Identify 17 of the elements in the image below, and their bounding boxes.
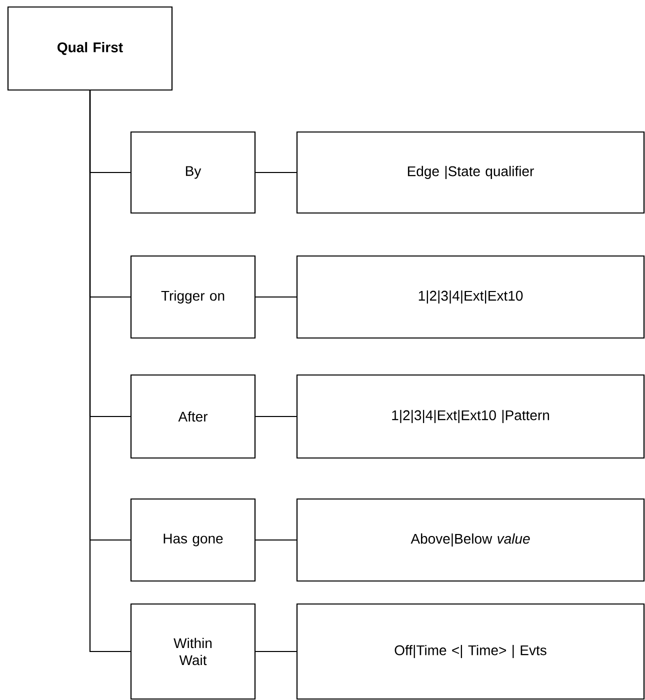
menu-box: After <box>130 374 256 459</box>
connector-line <box>256 539 296 541</box>
menu-box: Within Wait <box>130 603 256 700</box>
option-box: Edge |State qualifier <box>296 131 645 214</box>
option-box: Above|Below value <box>296 498 645 582</box>
option-box: Off|Time <| Time> | Evts <box>296 603 645 700</box>
connector-line <box>256 296 296 298</box>
connector-line <box>256 172 296 174</box>
option-box: 1|2|3|4|Ext|Ext10 <box>296 255 645 339</box>
root-box: Qual First <box>7 6 173 91</box>
connector-line <box>256 650 296 652</box>
menu-box: Has gone <box>130 498 256 582</box>
connector-line <box>256 416 296 418</box>
option-box: 1|2|3|4|Ext|Ext10 |Pattern <box>296 374 645 459</box>
menu-box: Trigger on <box>130 255 256 339</box>
menu-box: By <box>130 131 256 214</box>
connector-line <box>89 90 130 652</box>
